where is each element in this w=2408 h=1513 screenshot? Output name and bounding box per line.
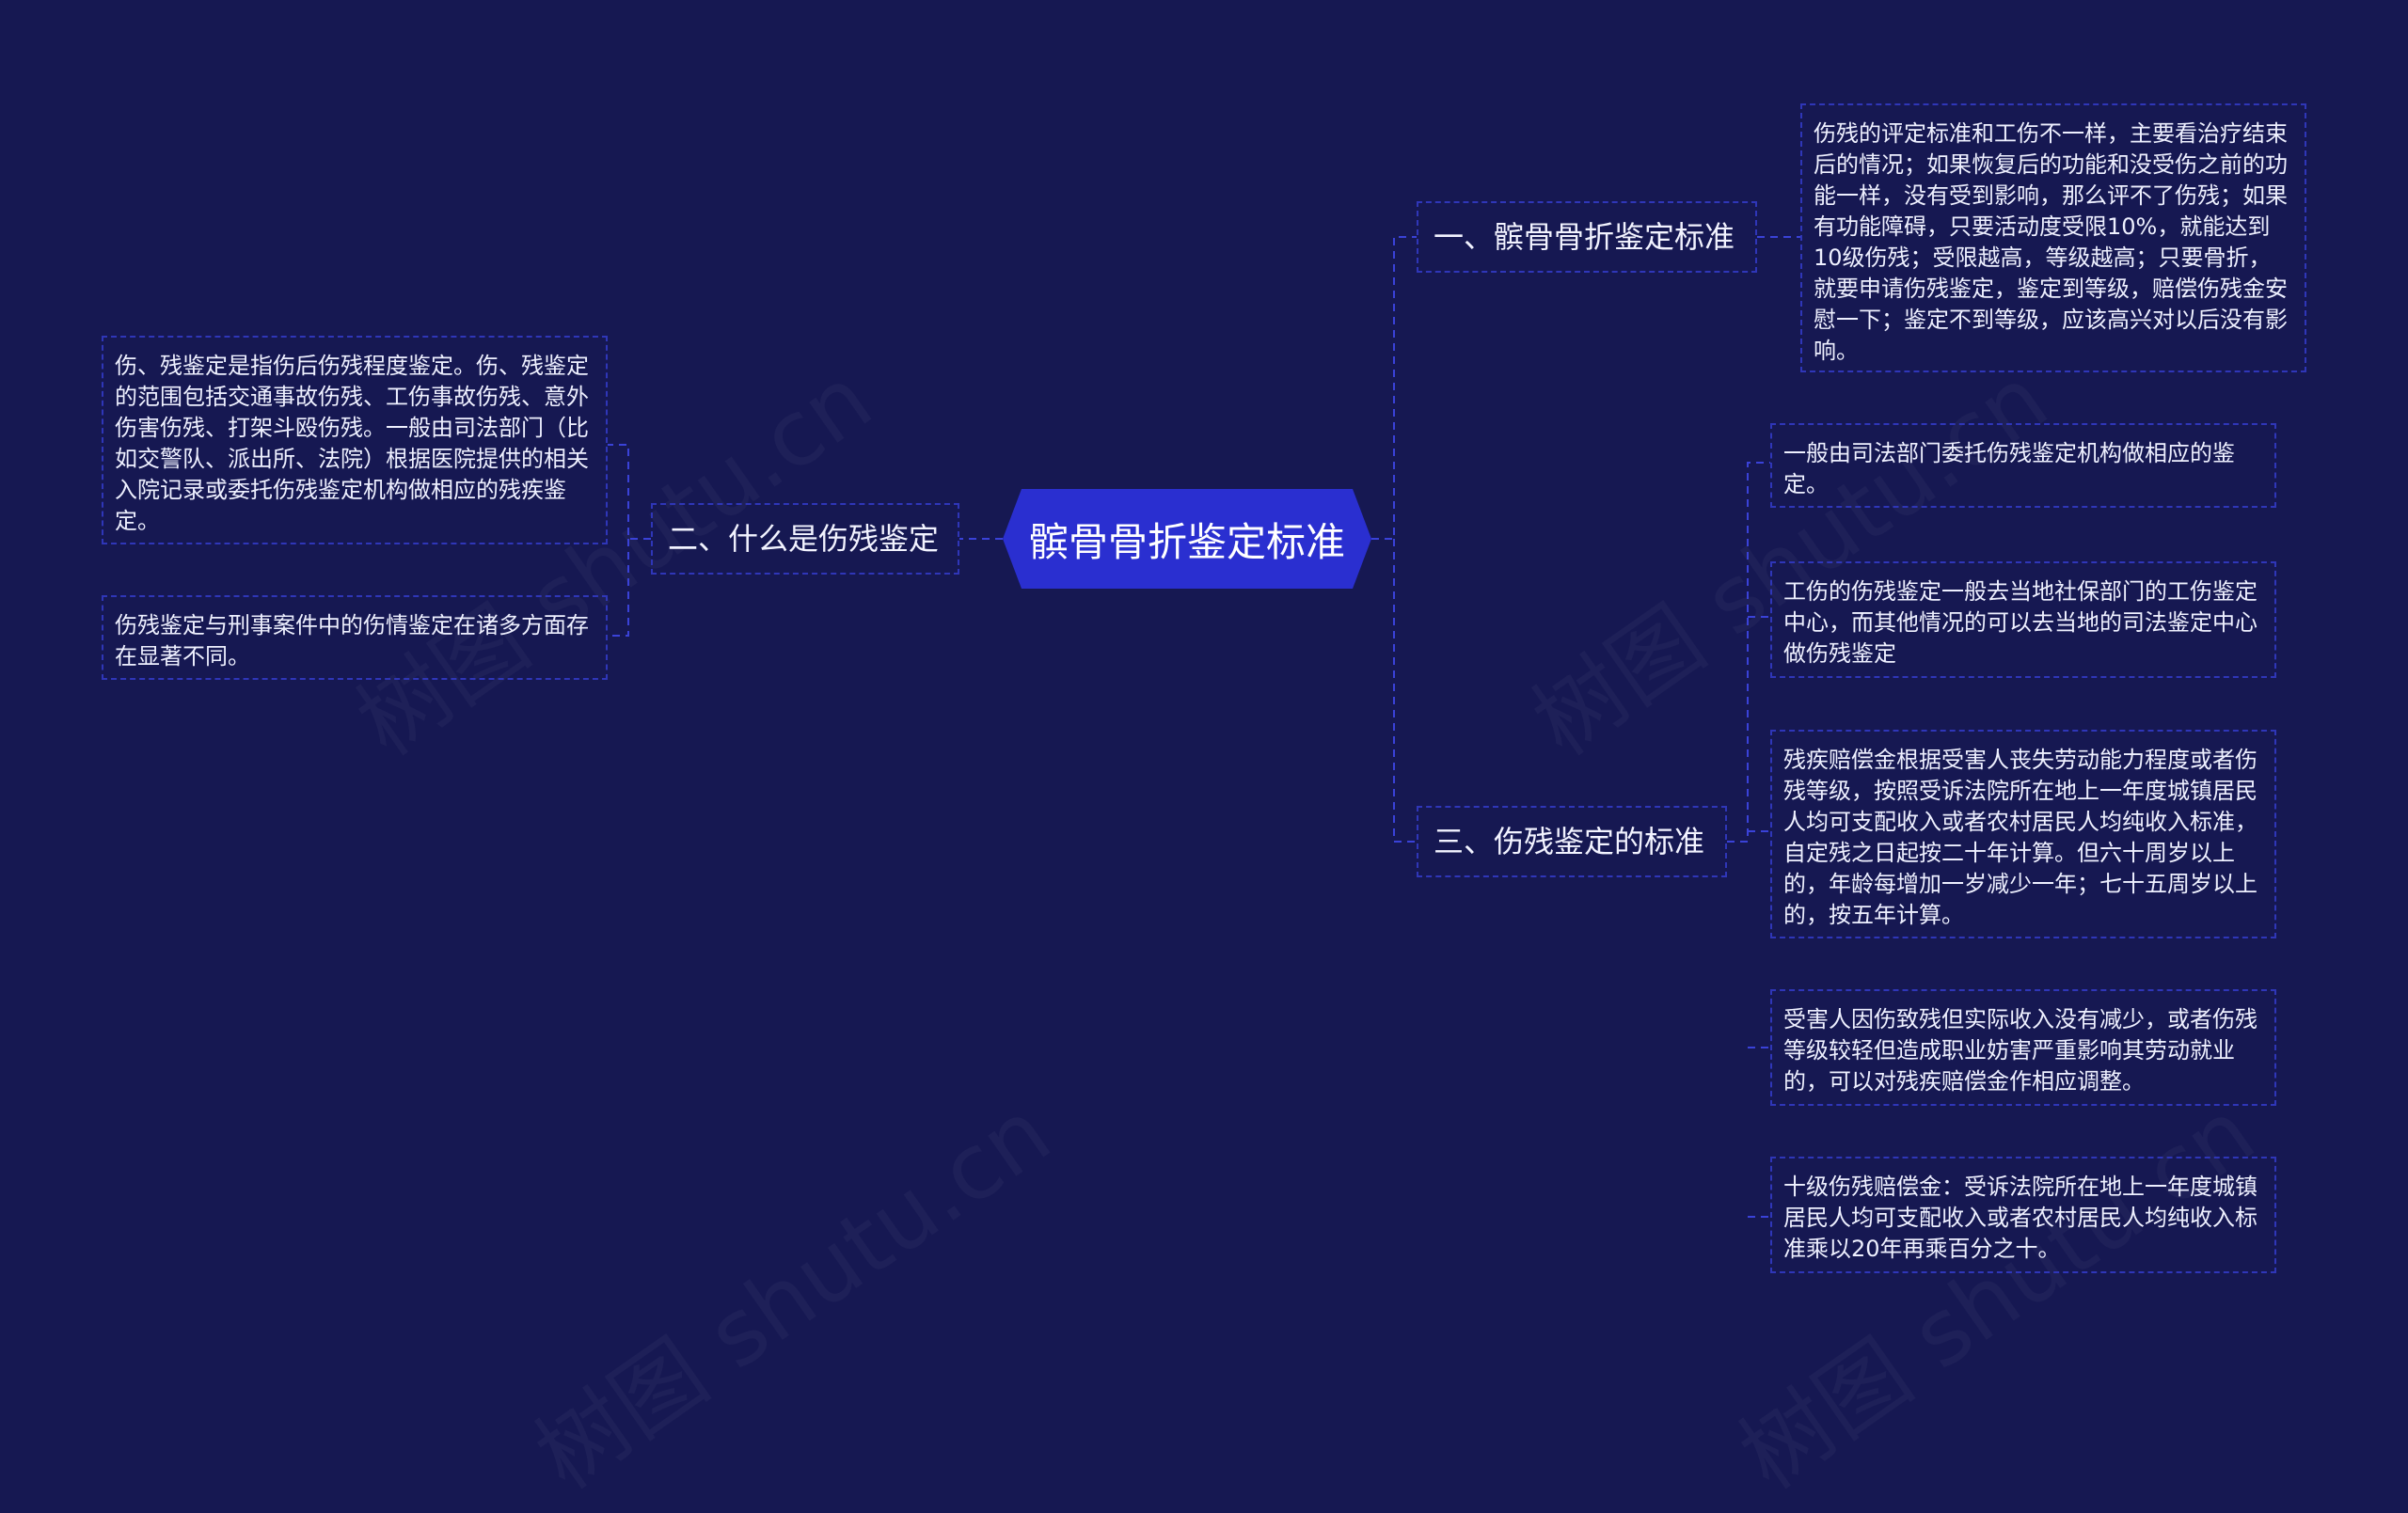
leaf-b3-2: 残疾赔偿金根据受害人丧失劳动能力程度或者伤残等级，按照受诉法院所在地上一年度城镇… — [1770, 730, 2276, 938]
connector-root-right — [1371, 236, 1417, 540]
leaf-b2-1: 伤残鉴定与刑事案件中的伤情鉴定在诸多方面存在显著不同。 — [102, 595, 608, 680]
connector-root-b3 — [1393, 539, 1417, 843]
leaf-b1-0: 伤残的评定标准和工伤不一样，主要看治疗结束后的情况；如果恢复后的功能和没受伤之前… — [1800, 103, 2306, 372]
branch-1-label: 一、髌骨骨折鉴定标准 — [1434, 219, 1735, 255]
leaf-b2-0: 伤、残鉴定是指伤后伤残程度鉴定。伤、残鉴定的范围包括交通事故伤残、工伤事故伤残、… — [102, 336, 608, 544]
root-shape — [1003, 489, 1371, 589]
mindmap-canvas: 树图 shutu.cn 树图 shutu.cn 树图 shutu.cn 树图 s… — [102, 103, 2306, 1273]
leaf-b3-4: 十级伤残赔偿金：受诉法院所在地上一年度城镇居民人均可支配收入或者农村居民人均纯收… — [1770, 1157, 2276, 1273]
connector-b3-leaves — [1727, 462, 1770, 1218]
leaf-b3-0: 一般由司法部门委托伤残鉴定机构做相应的鉴定。 — [1770, 423, 2276, 508]
leaf-b3-3: 受害人因伤致残但实际收入没有减少，或者伤残等级较轻但造成职业妨害严重影响其劳动就… — [1770, 989, 2276, 1106]
connector-lines — [608, 236, 1800, 1218]
root-node[interactable]: 髌骨骨折鉴定标准 — [1003, 489, 1371, 589]
root-title: 髌骨骨折鉴定标准 — [1028, 518, 1345, 565]
branch-3[interactable]: 三、伤残鉴定的标准 — [1417, 806, 1727, 877]
branch-2[interactable]: 二、什么是伤残鉴定 — [651, 503, 959, 575]
branch-1[interactable]: 一、髌骨骨折鉴定标准 — [1417, 201, 1757, 273]
leaf-b3-1: 工伤的伤残鉴定一般去当地社保部门的工伤鉴定中心，而其他情况的可以去当地的司法鉴定… — [1770, 561, 2276, 678]
branch-2-label: 二、什么是伤残鉴定 — [668, 521, 940, 557]
connector-b2-leaves — [608, 444, 651, 637]
branch-3-label: 三、伤残鉴定的标准 — [1434, 824, 1705, 859]
